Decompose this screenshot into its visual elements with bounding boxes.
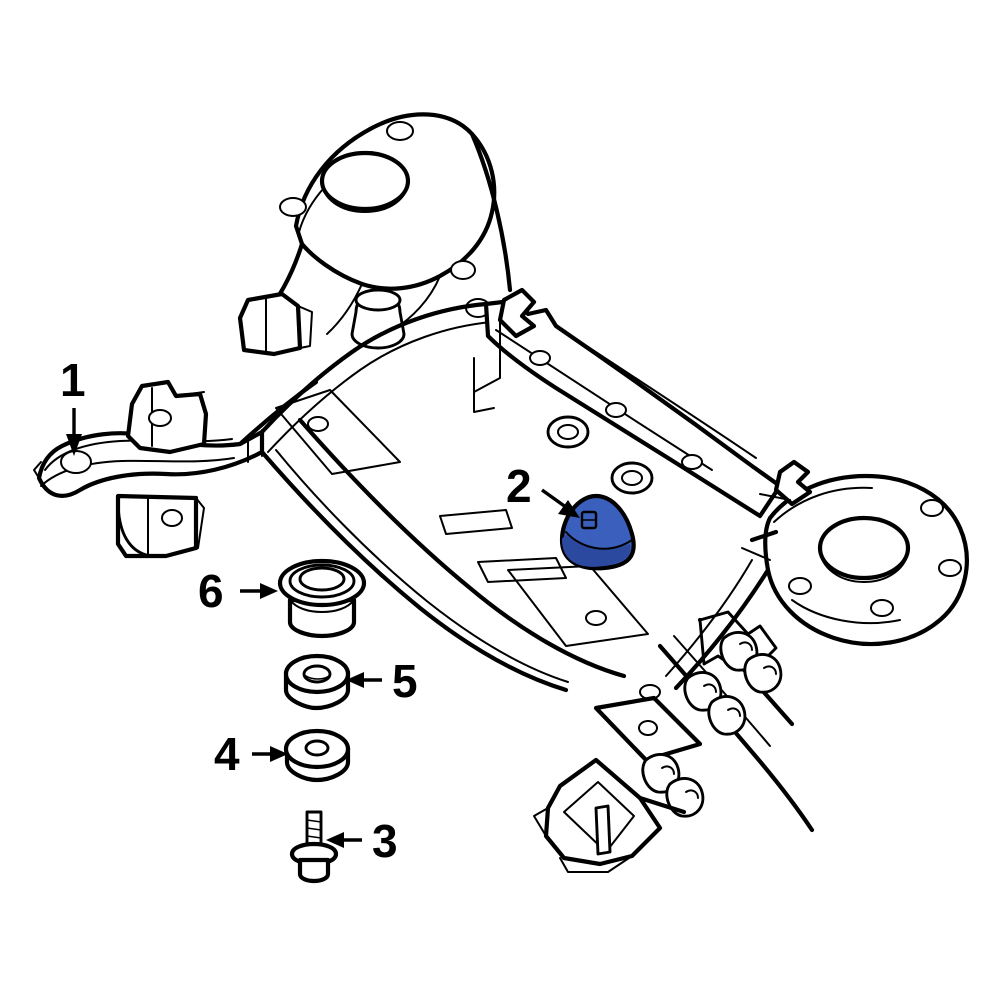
crossmember-assembly[interactable] xyxy=(33,112,969,873)
callout-1-label: 1 xyxy=(60,354,86,406)
part-4-flat-washer[interactable] xyxy=(283,728,351,783)
callout-5[interactable]: 5 xyxy=(346,655,418,707)
rear-beam xyxy=(473,287,783,519)
front-rail-boss xyxy=(350,288,406,350)
callout-2-arrowhead xyxy=(558,500,580,518)
callout-2-label: 2 xyxy=(506,460,532,512)
part-6-upper-insulator[interactable] xyxy=(277,558,367,639)
callout-4-arrowhead xyxy=(270,746,288,762)
callout-4[interactable]: 4 xyxy=(214,728,288,780)
left-mounting-eye xyxy=(33,429,265,498)
right-mounting-boss xyxy=(741,459,969,647)
right-lower-rail xyxy=(665,559,771,691)
center-left-tab xyxy=(237,291,313,357)
callout-4-label: 4 xyxy=(214,728,240,780)
callout-3-label: 3 xyxy=(372,815,398,867)
callout-3[interactable]: 3 xyxy=(326,815,398,867)
callout-2[interactable]: 2 xyxy=(506,460,580,518)
left-lower-bracket xyxy=(115,493,205,559)
left-upper-bracket xyxy=(125,379,209,455)
upper-left-mounting-boss xyxy=(259,112,513,335)
front-rail xyxy=(237,301,493,453)
callout-5-label: 5 xyxy=(392,655,418,707)
callout-3-arrowhead xyxy=(326,832,344,848)
callout-6[interactable]: 6 xyxy=(198,565,278,617)
part-5-spacer-washer[interactable] xyxy=(283,653,351,711)
callout-6-arrowhead xyxy=(260,583,278,599)
callout-1[interactable]: 1 xyxy=(60,354,86,456)
callout-6-label: 6 xyxy=(198,565,224,617)
part-2-bushing-highlighted[interactable] xyxy=(559,493,636,571)
callout-5-arrowhead xyxy=(346,672,364,688)
lower-right-scalloped-bracket xyxy=(533,610,815,873)
callout-1-arrowhead xyxy=(66,434,82,456)
center-web-panel xyxy=(247,389,661,700)
part-3-flange-bolt[interactable] xyxy=(289,810,339,884)
